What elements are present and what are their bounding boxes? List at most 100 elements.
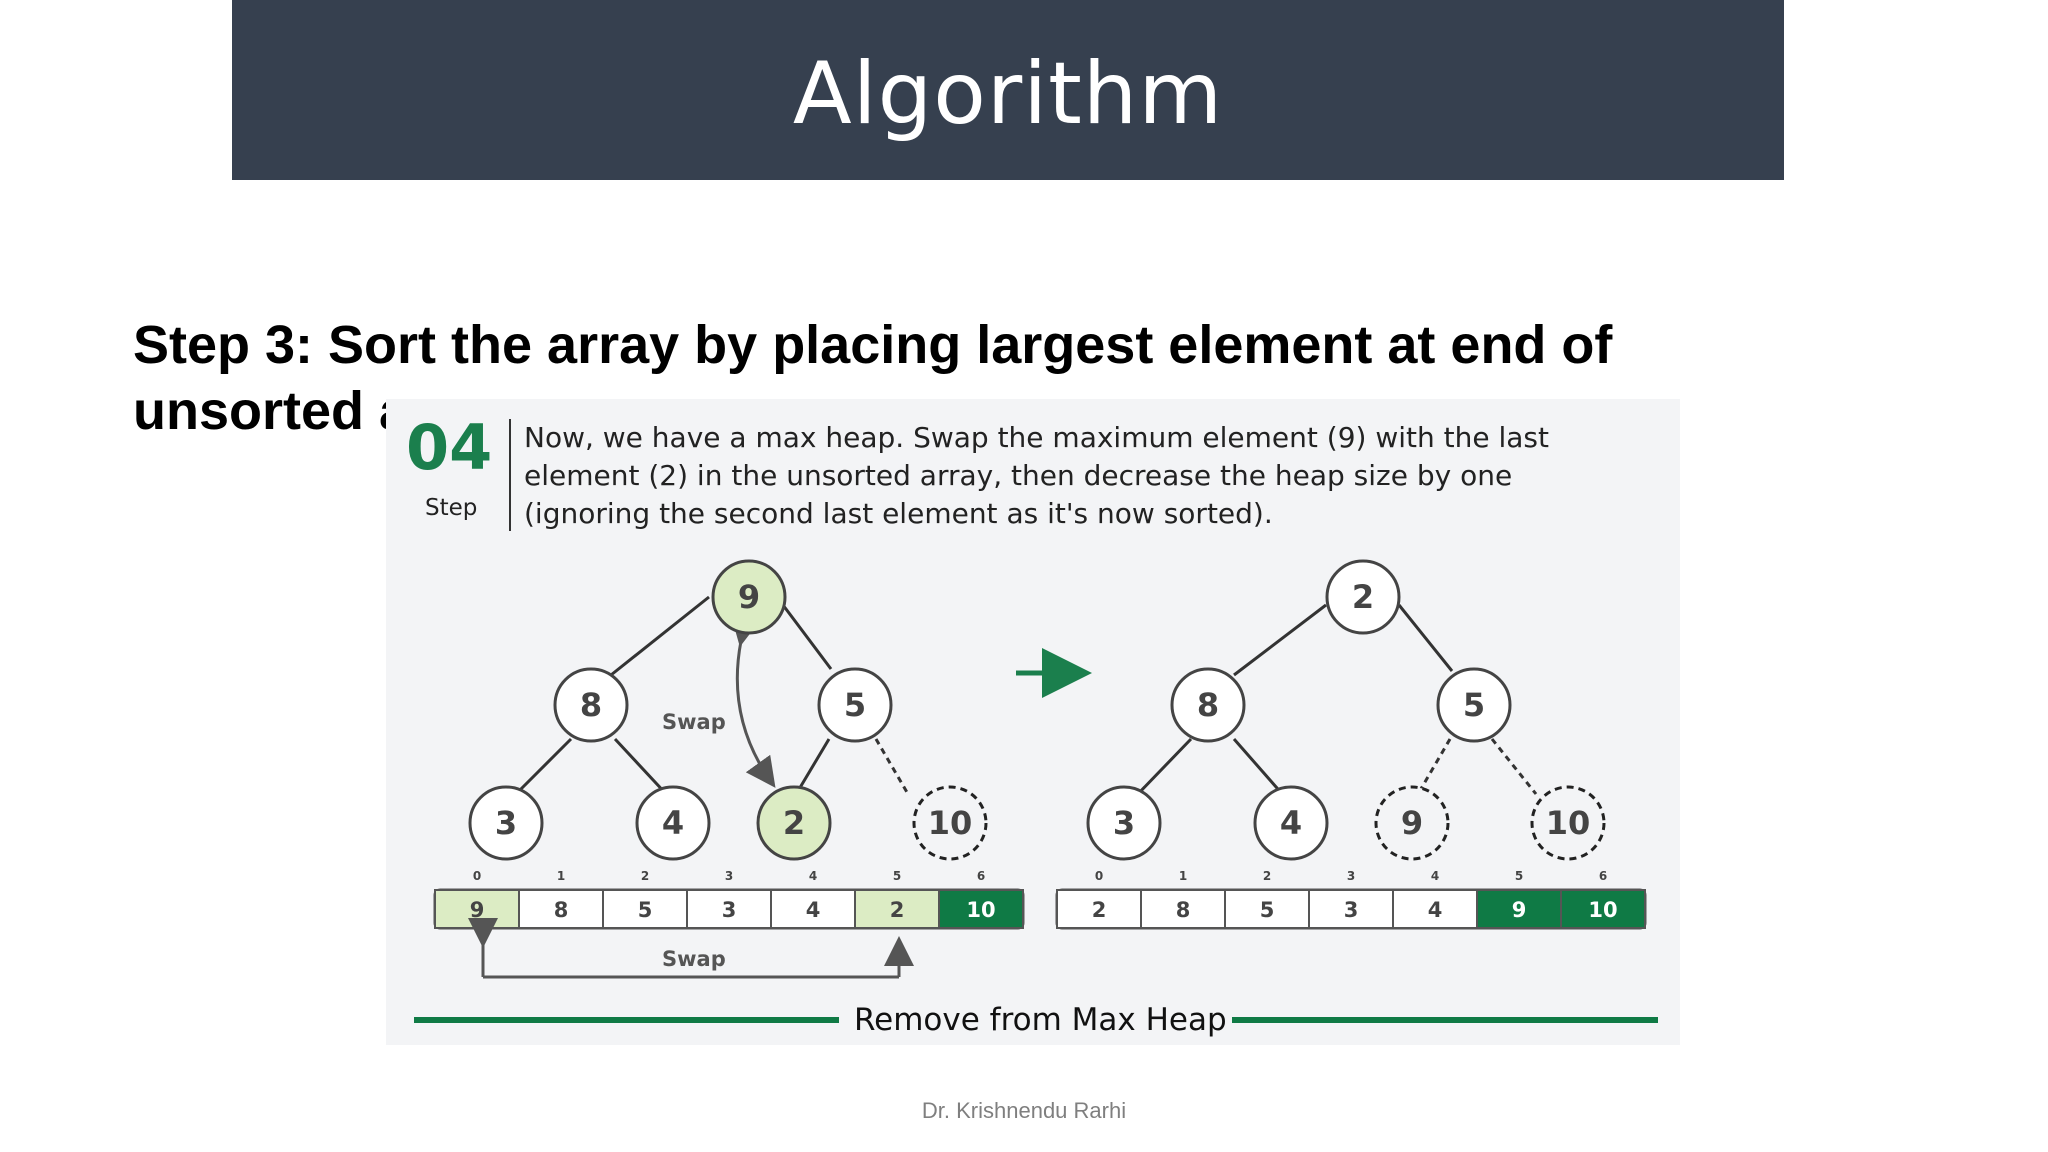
left-tree-node-label: 4 xyxy=(662,804,684,842)
left-array-cell: 90 xyxy=(434,869,520,929)
left-array-cell-value: 3 xyxy=(722,898,737,922)
right-tree-node-label: 2 xyxy=(1352,578,1374,616)
left-array-cell-index: 1 xyxy=(557,869,565,883)
slide-title: Algorithm xyxy=(792,44,1224,144)
right-array-cell: 33 xyxy=(1308,869,1394,929)
heap-sort-figure: 04 Step Now, we have a max heap. Swap th… xyxy=(386,399,1680,1045)
left-array-cell-index: 5 xyxy=(893,869,901,883)
left-tree-node-label: 5 xyxy=(844,686,866,724)
left-array-cell: 44 xyxy=(770,869,856,929)
right-tree-node-label: 3 xyxy=(1113,804,1135,842)
left-tree-node-8: 8 xyxy=(553,667,629,743)
left-tree-node-3: 3 xyxy=(468,785,544,861)
left-tree-node-5: 5 xyxy=(817,667,893,743)
left-array-cell: 33 xyxy=(686,869,772,929)
left-array-cell-box xyxy=(686,889,772,929)
right-tree-node-label: 8 xyxy=(1197,686,1219,724)
left-array-cell-value: 9 xyxy=(470,898,485,922)
left-array-cell-box xyxy=(518,889,604,929)
heap-diagram-svg: 04 Step Now, we have a max heap. Swap th… xyxy=(406,411,1658,1038)
left-array-cell-index: 0 xyxy=(473,869,481,883)
right-tree-node-circle xyxy=(1325,559,1401,635)
right-array-cell-value: 9 xyxy=(1512,898,1527,922)
left-array-cell-box xyxy=(602,889,688,929)
left-array-cell-value: 4 xyxy=(806,898,821,922)
left-tree-node-label: 3 xyxy=(495,804,517,842)
left-array-cell-value: 10 xyxy=(966,898,995,922)
right-tree-nodes: 2 8 5 3 4 9 10 xyxy=(1086,559,1606,861)
right-tree-node-circle xyxy=(1253,785,1329,861)
right-tree-node-circle xyxy=(1530,785,1606,861)
right-tree-node-label: 5 xyxy=(1463,686,1485,724)
right-array-cell-value: 2 xyxy=(1092,898,1107,922)
right-array-cell-box xyxy=(1476,889,1562,929)
right-array-cell-value: 4 xyxy=(1428,898,1443,922)
left-array-cell-index: 2 xyxy=(641,869,649,883)
left-array-cell: 52 xyxy=(602,869,688,929)
step-number: 04 xyxy=(406,411,492,484)
right-array-cell-index: 3 xyxy=(1347,869,1355,883)
right-tree-node-5: 5 xyxy=(1436,667,1512,743)
right-tree-node-2: 2 xyxy=(1325,559,1401,635)
right-array-cell: 81 xyxy=(1140,869,1226,929)
left-array-cell-box xyxy=(938,889,1024,929)
left-array-cell-index: 6 xyxy=(977,869,985,883)
title-bar: Algorithm xyxy=(232,0,1784,180)
right-tree-node-circle xyxy=(1170,667,1246,743)
left-tree-node-circle xyxy=(468,785,544,861)
right-array-cell-index: 5 xyxy=(1515,869,1523,883)
step-label: Step xyxy=(425,495,477,521)
left-array-cell-value: 8 xyxy=(554,898,569,922)
right-array-cell-box xyxy=(1056,889,1142,929)
right-array-cell-index: 6 xyxy=(1599,869,1607,883)
left-tree-node-label: 10 xyxy=(928,804,973,842)
right-array-cell-value: 8 xyxy=(1176,898,1191,922)
right-array-cell: 44 xyxy=(1392,869,1478,929)
right-tree-node-circle xyxy=(1086,785,1162,861)
left-tree-nodes: 9 8 5 3 4 2 10 xyxy=(468,559,988,861)
left-array-cell-box xyxy=(770,889,856,929)
right-array-cell: 95 xyxy=(1476,869,1562,929)
left-array-cell-box xyxy=(854,889,940,929)
right-array-cell: 52 xyxy=(1224,869,1310,929)
left-tree-node-label: 8 xyxy=(580,686,602,724)
right-array-cell-box xyxy=(1392,889,1478,929)
left-array-cell: 10 6 xyxy=(938,869,1024,929)
left-array-cell-index: 3 xyxy=(725,869,733,883)
right-tree-node-circle xyxy=(1436,667,1512,743)
left-tree-edges xyxy=(512,595,910,798)
left-tree-node-circle xyxy=(553,667,629,743)
right-array-cell: 20 xyxy=(1056,869,1142,929)
left-array-cell: 25 xyxy=(854,869,940,929)
left-tree-node-4: 4 xyxy=(635,785,711,861)
description-line-2: element (2) in the unsorted array, then … xyxy=(524,459,1512,492)
left-array-cell-index: 4 xyxy=(809,869,817,883)
left-tree-node-9: 9 xyxy=(711,559,787,635)
right-array-cell-box xyxy=(1560,889,1646,929)
right-array-cell-value: 5 xyxy=(1260,898,1275,922)
left-tree-node-label: 9 xyxy=(738,578,760,616)
right-tree-node-circle xyxy=(1374,785,1450,861)
left-tree-node-circle xyxy=(756,785,832,861)
description-line-3: (ignoring the second last element as it'… xyxy=(524,497,1273,530)
left-array-cell: 81 xyxy=(518,869,604,929)
array-swap-bracket xyxy=(468,918,914,979)
right-tree-node-8: 8 xyxy=(1170,667,1246,743)
right-array-cell-index: 1 xyxy=(1179,869,1187,883)
right-array-cell-value: 10 xyxy=(1588,898,1617,922)
right-tree-node-label: 10 xyxy=(1546,804,1591,842)
left-tree-node-circle xyxy=(711,559,787,635)
caption-text: Remove from Max Heap xyxy=(854,1002,1227,1038)
right-array-cell-value: 3 xyxy=(1344,898,1359,922)
right-tree-node-label: 9 xyxy=(1401,804,1423,842)
right-array-cell-index: 2 xyxy=(1263,869,1271,883)
left-array-cell-value: 5 xyxy=(638,898,653,922)
left-tree-node-2: 2 xyxy=(756,785,832,861)
left-array-cell-value: 2 xyxy=(890,898,905,922)
right-tree-node-4: 4 xyxy=(1253,785,1329,861)
left-tree-node-circle xyxy=(817,667,893,743)
description-line-1: Now, we have a max heap. Swap the maximu… xyxy=(524,421,1549,454)
left-tree-node-circle xyxy=(635,785,711,861)
right-array-cell: 10 6 xyxy=(1560,869,1646,929)
